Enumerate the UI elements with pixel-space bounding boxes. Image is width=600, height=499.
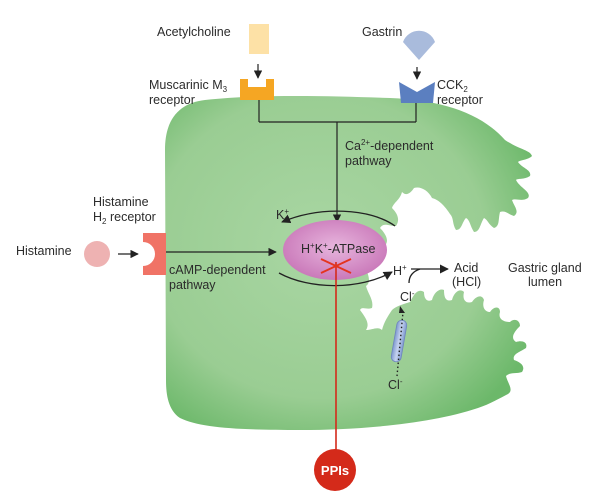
cl-join-arrow [408, 268, 421, 284]
cck2-receptor-label-line1: CCK2 [437, 78, 468, 94]
acid-label-line1: Acid [454, 261, 478, 275]
gastrin-ligand [403, 30, 435, 60]
h-ion-label: H+ [393, 263, 407, 278]
h2-receptor-label-line2: H2 receptor [93, 210, 156, 226]
calcium-pathway-label-line1: Ca2+-dependent [345, 138, 434, 153]
receptor-signal-lines [118, 64, 422, 259]
cl-cell-label: Cl- [388, 377, 403, 392]
muscarinic-m3-receptor [240, 79, 274, 100]
ppi-label: PPIs [321, 463, 349, 478]
cck2-receptor [399, 82, 435, 103]
calcium-pathway-label-line2: pathway [345, 154, 392, 168]
gastrin-label: Gastrin [362, 25, 402, 39]
cl-lumen-label: Cl- [400, 289, 415, 304]
camp-pathway-label-line2: pathway [169, 278, 216, 292]
histamine-label: Histamine [16, 244, 72, 258]
h2-receptor [143, 233, 166, 275]
h-k-atpase-pump [283, 220, 387, 280]
cck2-receptor-label-line2: receptor [437, 93, 483, 107]
k-ion-influx-arrow [281, 210, 396, 227]
chloride-channel [390, 306, 408, 377]
muscarinic-receptor-label-line1: Muscarinic M3 [149, 78, 228, 94]
histamine-ligand [84, 241, 110, 267]
muscarinic-receptor-label-line2: receptor [149, 93, 195, 107]
h2-receptor-label-line1: Histamine [93, 195, 149, 209]
acid-label-line2: (HCl) [452, 275, 481, 289]
lumen-label-line1: Gastric gland [508, 261, 582, 275]
acetylcholine-ligand [249, 24, 269, 54]
k-ion-label: K+ [276, 207, 289, 222]
acetylcholine-label: Acetylcholine [157, 25, 231, 39]
camp-pathway-label-line1: cAMP-dependent [169, 263, 266, 277]
ppi-block-x-icon [320, 258, 352, 274]
ppi-drug-badge [314, 449, 356, 491]
h-k-atpase-label: H+K+-ATPase [301, 241, 375, 256]
lumen-label-line2: lumen [528, 275, 562, 289]
h-ion-efflux-arrow [278, 271, 393, 287]
